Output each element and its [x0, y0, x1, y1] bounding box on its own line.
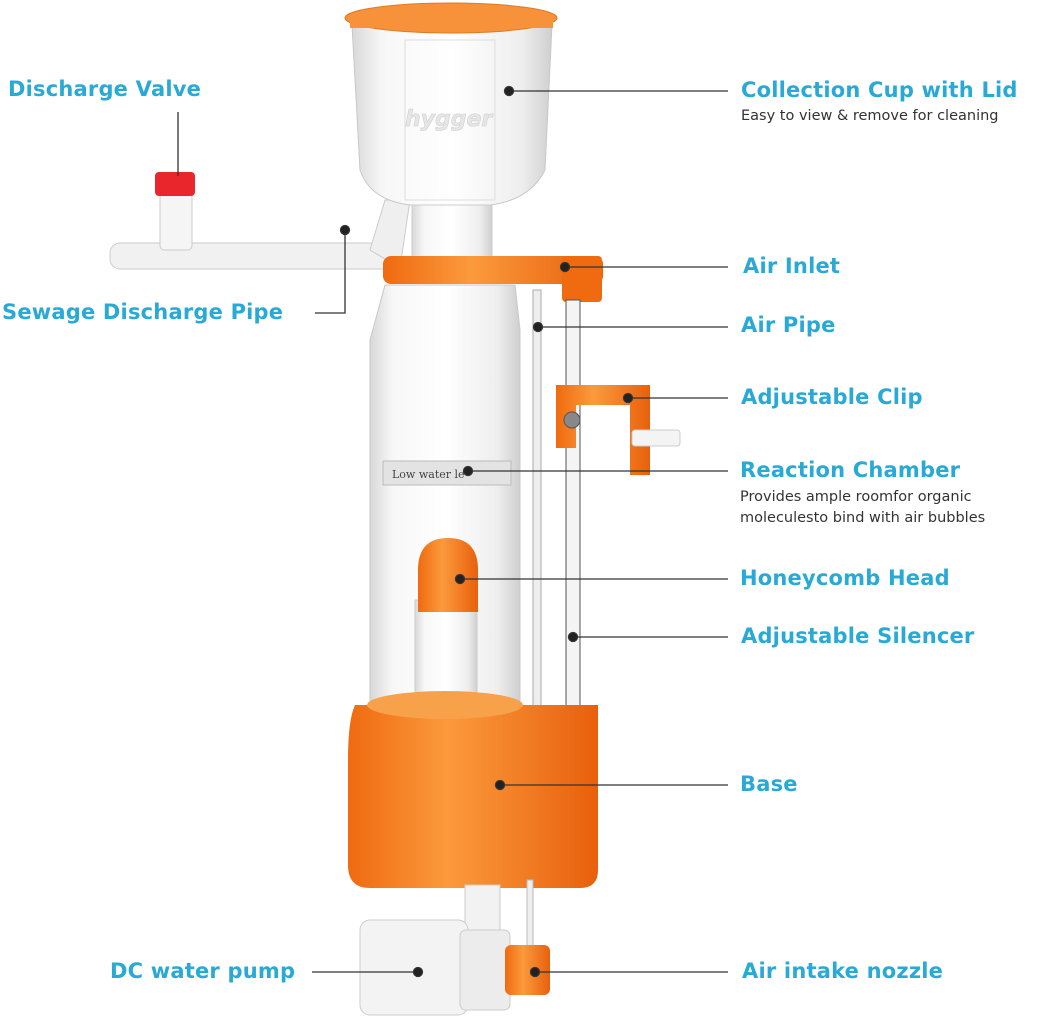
air-inlet-collar	[383, 256, 603, 284]
leader-lines	[177, 85, 728, 978]
label-reaction-chamber: Reaction Chamber	[740, 458, 961, 482]
label-discharge-valve: Discharge Valve	[8, 77, 202, 101]
dc-water-pump	[359, 919, 469, 1016]
label-honeycomb-head: Honeycomb Head	[740, 566, 950, 590]
label-reaction-chamber-sub1: Provides ample roomfor organic	[740, 489, 972, 505]
water-level-sticker	[382, 460, 512, 486]
brand-logo: hygger	[405, 107, 493, 132]
water-level-sticker-text: Low water le	[392, 468, 465, 481]
valve-body	[159, 189, 193, 251]
air-pipe	[532, 289, 542, 711]
discharge-valve-cap	[155, 172, 195, 196]
label-reaction-chamber-sub2: moleculesto bind with air bubbles	[740, 510, 986, 526]
label-adjustable-silencer: Adjustable Silencer	[741, 624, 975, 648]
label-sewage-pipe: Sewage Discharge Pipe	[2, 300, 284, 324]
base	[348, 705, 598, 888]
label-air-intake: Air intake nozzle	[742, 959, 944, 983]
label-base: Base	[740, 772, 798, 796]
adjustable-silencer	[565, 299, 581, 711]
label-adjustable-clip: Adjustable Clip	[741, 385, 923, 409]
honeycomb-head	[418, 538, 478, 612]
label-collection-cup-sub: Easy to view & remove for cleaning	[741, 108, 999, 124]
adjustable-clip	[556, 385, 650, 475]
sewage-discharge-pipe	[109, 242, 401, 270]
label-dc-pump: DC water pump	[110, 959, 296, 983]
label-air-pipe: Air Pipe	[741, 313, 836, 337]
label-air-inlet: Air Inlet	[743, 254, 841, 278]
label-collection-cup: Collection Cup with Lid	[741, 78, 1018, 102]
air-intake-nozzle	[505, 945, 550, 995]
